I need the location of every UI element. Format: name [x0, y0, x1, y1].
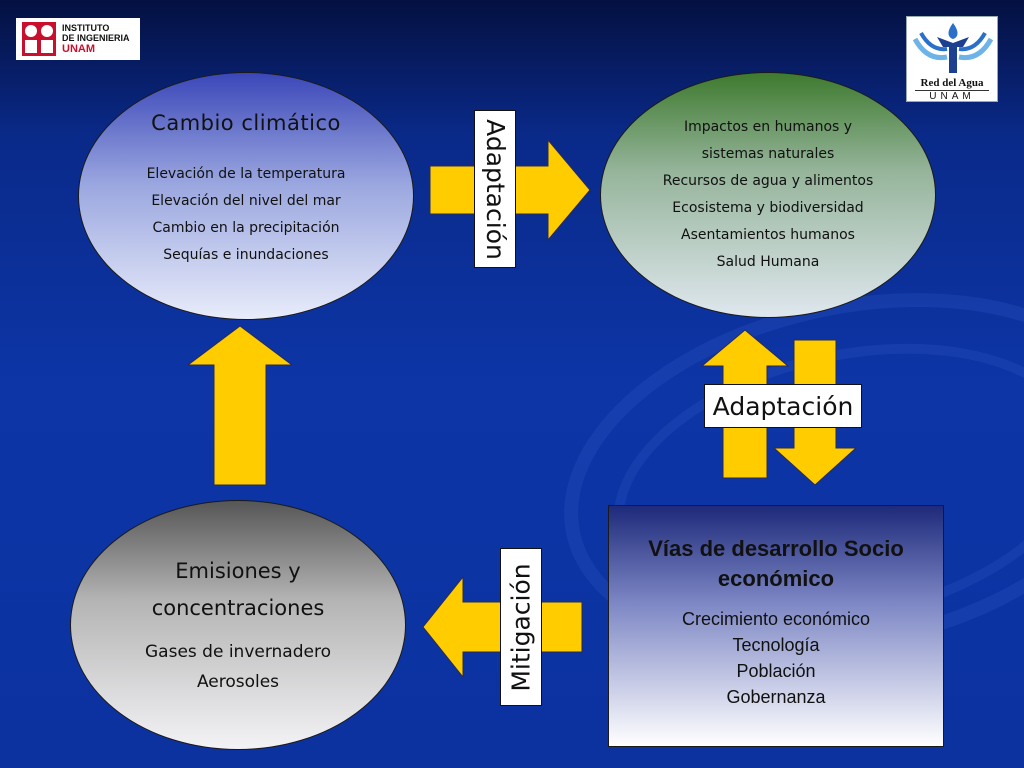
socio-item: Tecnología — [732, 635, 820, 655]
climate-item: Cambio en la precipitación — [152, 220, 340, 236]
instituto-ingenieria-logo: INSTITUTO DE INGENIERIA UNAM — [16, 18, 140, 60]
logo-line-2: DE INGENIERIA — [62, 33, 130, 43]
impacts-item: Salud Humana — [716, 254, 820, 270]
emissions-title-line: concentraciones — [151, 596, 325, 620]
socio-item: Gobernanza — [726, 687, 826, 707]
red-del-agua-logo: Red del Agua UNAM — [906, 16, 998, 102]
red-del-agua-name: Red del Agua — [920, 77, 984, 89]
adaptation-label-right: Adaptación — [704, 384, 862, 428]
instituto-logo-mark-icon — [22, 22, 56, 56]
impacts-item: Asentamientos humanos — [681, 227, 855, 243]
impacts-item: Impactos en humanos y — [683, 119, 853, 135]
socio-title-line: económico — [717, 566, 835, 591]
climate-item: Elevación de la temperatura — [146, 166, 346, 182]
logo-line-1: INSTITUTO — [62, 23, 110, 33]
climate-item: Elevación del nivel del mar — [151, 193, 341, 209]
mitigation-label-text: Mitigación — [506, 562, 536, 692]
emissions-item: Gases de invernadero — [145, 642, 331, 662]
adaptation-label-top: Adaptación — [474, 110, 516, 268]
red-del-agua-mark-icon — [912, 23, 994, 73]
socioeconomic-box: Vías de desarrollo Socio económico Creci… — [608, 505, 944, 747]
climate-change-title: Cambio climático — [151, 111, 341, 135]
climate-item: Sequías e inundaciones — [163, 247, 329, 263]
impacts-item: Recursos de agua y alimentos — [662, 173, 874, 189]
socio-title-line: Vías de desarrollo Socio — [648, 536, 904, 561]
socio-item: Población — [736, 661, 816, 681]
mitigation-label: Mitigación — [500, 548, 542, 706]
adaptation-label-top-text: Adaptación — [480, 118, 510, 260]
arrow-up-emissions-to-climate — [186, 325, 294, 486]
emissions-item: Aerosoles — [196, 672, 280, 692]
emissions-title-line: Emisiones y — [175, 559, 301, 583]
impacts-ellipse: Impactos en humanos y sistemas naturales… — [600, 72, 936, 318]
climate-change-ellipse: Cambio climático Elevación de la tempera… — [78, 72, 414, 320]
red-del-agua-org: UNAM — [915, 90, 989, 102]
impacts-item: sistemas naturales — [701, 146, 835, 162]
emissions-ellipse: Emisiones y concentraciones Gases de inv… — [70, 500, 406, 750]
impacts-item: Ecosistema y biodiversidad — [672, 200, 864, 216]
logo-line-3: UNAM — [62, 43, 95, 55]
socio-item: Crecimiento económico — [681, 609, 871, 629]
